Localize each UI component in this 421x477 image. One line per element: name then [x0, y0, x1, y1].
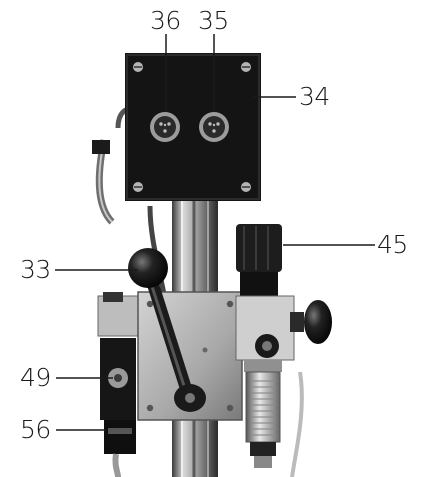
box-screw — [133, 62, 251, 192]
control-box — [125, 53, 261, 201]
callout-36: 36 — [150, 6, 181, 35]
callout-35: 35 — [198, 6, 229, 35]
regulator-cap — [236, 224, 282, 272]
callout-34: 34 — [299, 82, 330, 111]
callout-56: 56 — [20, 415, 51, 444]
callout-49: 49 — [20, 363, 51, 392]
crank-ball-knob — [128, 248, 168, 288]
callout-45: 45 — [377, 230, 408, 259]
connector-36 — [150, 112, 180, 142]
valve-connector — [104, 420, 136, 454]
connector-35 — [199, 112, 229, 142]
adjust-knob — [304, 300, 332, 344]
cable-connector — [92, 140, 110, 154]
callout-33: 33 — [20, 255, 51, 284]
